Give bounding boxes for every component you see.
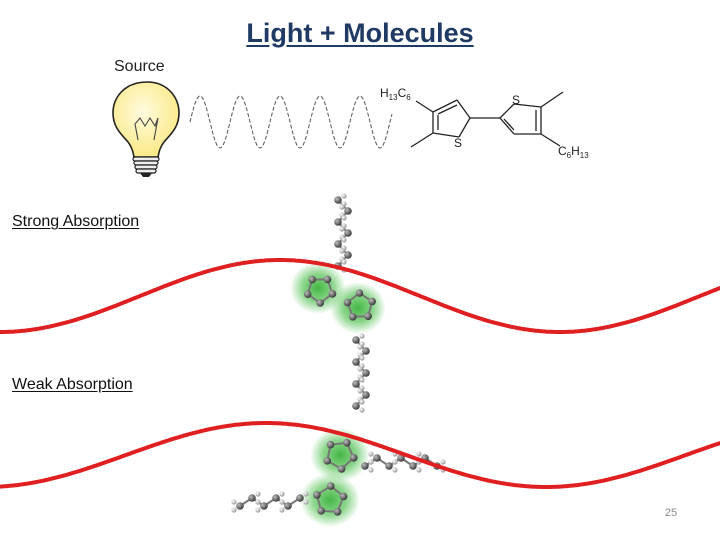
hydrogen-atom: [231, 507, 237, 513]
carbon-atom: [349, 313, 357, 321]
carbon-atom: [316, 299, 324, 307]
structure-labels: H13C6 S S C6H13: [380, 86, 589, 160]
carbon-atom: [362, 347, 370, 355]
hydrogen-atom: [392, 467, 398, 473]
carbon-atom: [349, 453, 358, 462]
molecule-upper: [290, 193, 386, 413]
hydrogen-atom: [279, 507, 285, 513]
sulfur-label-left: S: [454, 136, 462, 150]
page-number: 25: [664, 507, 678, 519]
slide-title: Light + Molecules: [246, 18, 474, 48]
hydrogen-atom: [255, 499, 261, 505]
hydrogen-atom: [359, 355, 365, 361]
carbon-atom: [327, 482, 335, 490]
hydrogen-atom: [359, 407, 365, 413]
hydrogen-atom: [231, 499, 237, 505]
carbon-atom: [352, 358, 360, 366]
bithiophene-structure: [410, 91, 564, 148]
carbon-atom: [337, 465, 346, 473]
carbon-atom: [333, 507, 342, 516]
carbon-atom: [323, 275, 332, 284]
hydrogen-atom: [303, 499, 309, 505]
hydrogen-atom: [359, 333, 365, 339]
hydrogen-atom: [368, 467, 374, 473]
light-bulb-icon: [112, 81, 180, 177]
carbon-atom: [248, 494, 256, 502]
carbon-atom: [361, 462, 369, 470]
light-wave-strong: [0, 258, 720, 334]
carbon-atom: [260, 502, 268, 510]
carbon-atom: [385, 462, 393, 470]
strong-absorption-label: Strong Absorption: [12, 213, 140, 230]
ring-glow-upper-right: [330, 282, 386, 334]
carbon-atom: [352, 336, 360, 344]
molecule-lower: [231, 428, 446, 527]
hydrogen-atom: [341, 259, 347, 265]
carbon-atom: [409, 462, 417, 470]
hydrogen-atom: [392, 459, 398, 465]
carbon-atom: [313, 491, 321, 499]
carbon-atom: [373, 454, 381, 462]
source-label: Source: [114, 58, 165, 75]
carbon-atom: [397, 454, 405, 462]
hydrogen-atom: [341, 215, 347, 221]
hydrogen-atom: [368, 459, 374, 465]
hydrogen-atom: [341, 193, 347, 199]
light-wave-weak: [0, 421, 720, 489]
hydrogen-atom: [357, 344, 363, 350]
right-alkyl-label: C6H13: [558, 144, 589, 160]
hydrogen-atom: [279, 499, 285, 505]
weak-absorption-label: Weak Absorption: [12, 376, 133, 393]
carbon-atom: [308, 275, 317, 284]
carbon-atom: [368, 297, 376, 306]
left-alkyl-label: H13C6: [380, 86, 411, 102]
carbon-atom: [296, 494, 304, 502]
carbon-atom: [355, 289, 364, 297]
carbon-atom: [303, 290, 312, 298]
carbon-atom: [362, 369, 370, 377]
carbon-atom: [344, 251, 352, 259]
hydrogen-atom: [440, 459, 446, 465]
hydrogen-atom: [255, 507, 261, 513]
hydrogen-atom: [357, 388, 363, 394]
hydrogen-atom: [303, 491, 309, 497]
hydrogen-atom: [359, 399, 365, 405]
carbon-atom: [272, 494, 280, 502]
source-light-wave: [189, 95, 393, 149]
hydrogen-atom: [339, 204, 345, 210]
hydrogen-atom: [416, 467, 422, 473]
carbon-atom: [334, 240, 342, 248]
hydrogen-atom: [368, 451, 374, 457]
ring-glow-lower-top: [310, 428, 370, 482]
carbon-atom: [343, 298, 352, 307]
carbon-atom: [352, 380, 360, 388]
carbon-atom: [362, 391, 370, 399]
sulfur-label-right: S: [512, 93, 520, 107]
hydrogen-atom: [255, 491, 261, 497]
ring-glow-lower-bottom: [300, 473, 360, 527]
carbon-atom: [364, 312, 372, 320]
carbon-atom: [328, 290, 337, 298]
hydrogen-atom: [339, 248, 345, 254]
carbon-atom: [334, 196, 342, 204]
hydrogen-atom: [357, 366, 363, 372]
hydrogen-atom: [279, 491, 285, 497]
carbon-atom: [236, 502, 244, 510]
carbon-atom: [334, 218, 342, 226]
carbon-atom: [323, 457, 332, 465]
hydrogen-atom: [359, 377, 365, 383]
carbon-atom: [339, 492, 348, 501]
hydrogen-atom: [339, 226, 345, 232]
carbon-atom: [344, 207, 352, 215]
hydrogen-atom: [341, 237, 347, 243]
carbon-atom: [326, 440, 335, 449]
carbon-atom: [284, 502, 292, 510]
carbon-atom: [344, 229, 352, 237]
hydrogen-atom: [416, 451, 422, 457]
carbon-atom: [317, 507, 325, 515]
carbon-atom: [343, 439, 351, 447]
carbon-atom: [352, 402, 360, 410]
